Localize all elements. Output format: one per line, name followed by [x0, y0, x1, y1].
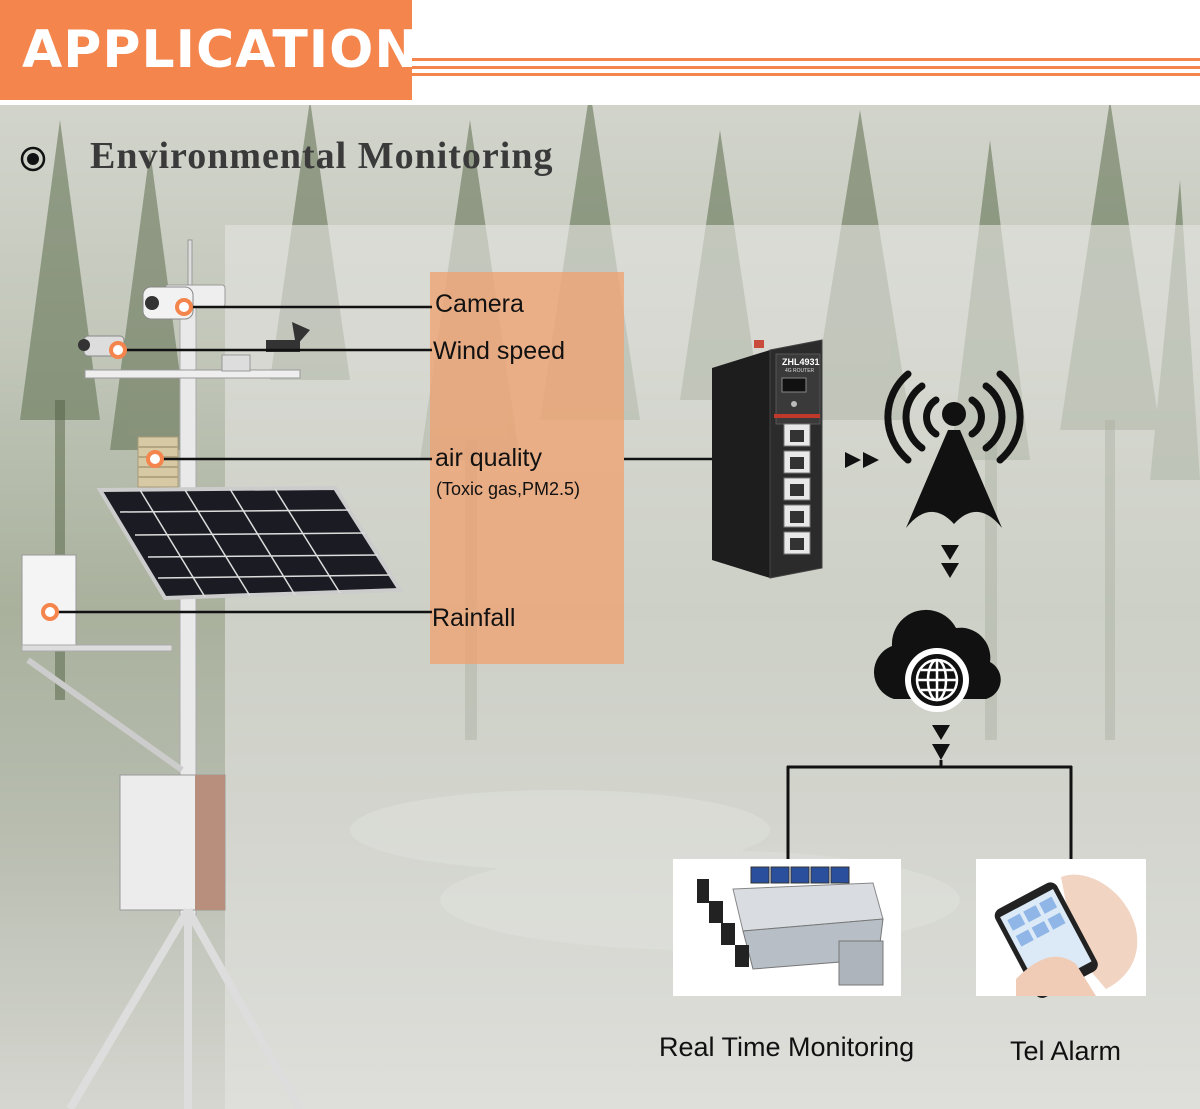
cloud-globe-icon: [873, 609, 1001, 712]
rainfall-dot: [41, 603, 59, 621]
sensor-label-panel: [430, 272, 624, 664]
arrow-icon: [845, 452, 861, 468]
camera-label: Camera: [435, 290, 524, 318]
router-device: [712, 339, 823, 579]
wind-dot: [109, 341, 127, 359]
router-subtitle: 4G ROUTER: [785, 368, 815, 374]
real-time-monitoring-label: Real Time Monitoring: [659, 1032, 915, 1062]
tel-alarm-label: Tel Alarm: [1010, 1036, 1122, 1066]
section-title: Environmental Monitoring: [90, 135, 554, 177]
phone-alarm-photo: [976, 859, 1146, 998]
rainfall-label: Rainfall: [432, 604, 516, 632]
header-stripe: [412, 66, 1200, 69]
monitoring-room-photo: [673, 859, 901, 996]
arrow-icon: [863, 452, 879, 468]
arrow-icon: [941, 563, 959, 578]
air-dot: [146, 450, 164, 468]
weather-station: [21, 239, 404, 1109]
phone-image: [976, 859, 1146, 998]
air-quality-sublabel: (Toxic gas,PM2.5): [436, 479, 581, 499]
header-tab: APPLICATION: [0, 0, 418, 100]
arrow-icon: [932, 725, 950, 740]
signal-tower-icon: [884, 370, 1024, 528]
wind-speed-label: Wind speed: [433, 337, 566, 365]
arrow-icon: [941, 545, 959, 560]
air-quality-label: air quality: [435, 444, 542, 472]
header-stripe: [412, 73, 1200, 76]
control-room-image: [673, 859, 901, 996]
header-stripe: [412, 58, 1200, 61]
radio-button-icon: [20, 146, 46, 172]
header-title: APPLICATION: [22, 20, 419, 80]
arrow-icon: [932, 744, 950, 760]
camera-dot: [175, 298, 193, 316]
router-model: ZHL4931: [782, 357, 820, 367]
